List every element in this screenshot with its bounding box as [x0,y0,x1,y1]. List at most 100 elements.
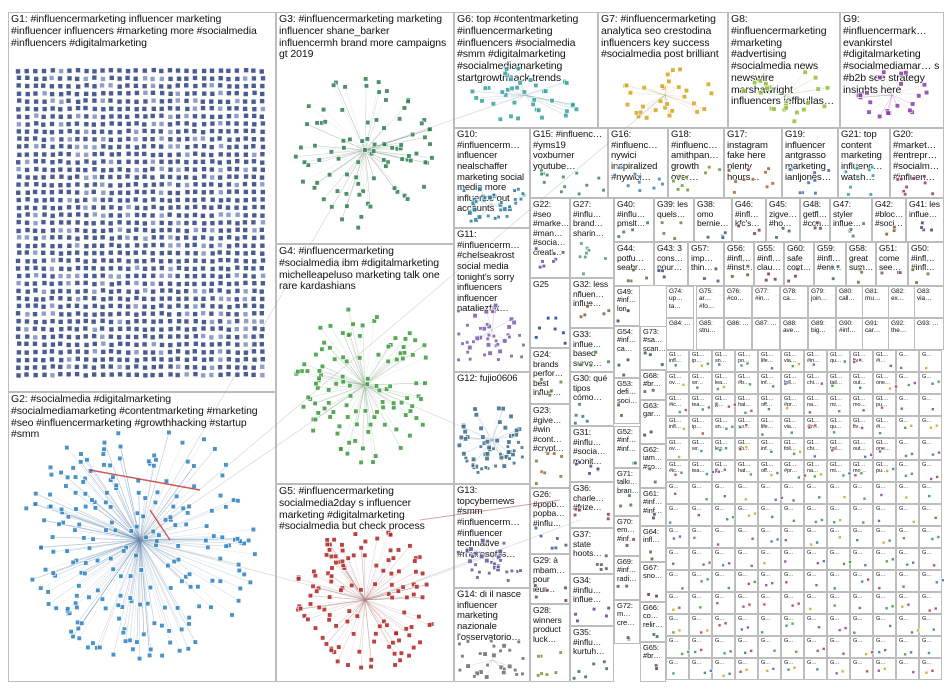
group-label-m17: G91: car… [865,320,881,335]
group-box-cell-8-1: G… [689,526,712,548]
group-box-m6: G80: call… [836,286,864,318]
group-label-g23: G23: #give… #win #cont… #crypt… [533,405,564,454]
group-box-cell-6-10: G… [896,482,919,504]
group-label-m7: G81: mu… [865,288,881,303]
group-label-cell-12-7: G… [830,616,840,622]
group-box-cell-1-7: G1… tail… [827,372,850,394]
group-box-g60: G60: safe cont… [784,242,814,286]
group-box-g18: G18: #influenc… amithpan… growth over… [668,128,724,198]
group-box-m4: G78: ca… [780,286,808,318]
group-box-g39: G39: les quels… [654,198,694,242]
group-box-cell-6-7: G… [827,482,850,504]
group-box-m2: G76: #co… [724,286,752,318]
group-label-cell-4-2: G1… lea… [715,440,728,453]
group-label-g19: G19: influencer antgrasso marketing ianl… [785,129,831,183]
group-label-cell-7-3: G… [738,506,748,512]
group-label-g48: G48: getfl… #con… [803,199,830,229]
group-label-cell-7-8: G… [853,506,863,512]
group-label-cell-7-10: G… [899,506,909,512]
group-label-cell-11-5: G… [784,594,794,600]
group-box-g55: G55: #infl… clau… [754,242,784,286]
group-box-cell-4-1: G1… wr… [689,438,712,460]
group-box-cell-8-5: G… [781,526,804,548]
group-label-cell-6-4: G… [761,484,771,490]
group-box-cell-4-9: G1… one… [873,438,896,460]
group-box-g67: G67: sno… [640,562,666,602]
group-box-cell-6-0: G… [666,482,689,504]
group-label-cell-2-10: G… [899,396,909,402]
group-box-cell-9-2: G… [712,548,735,570]
group-label-g65: G65: #br… [643,643,661,661]
group-label-cell-12-8: G… [853,616,863,622]
group-box-cell-5-3: G1… hat… [735,460,758,482]
group-box-g4: G4: #influencermarketing #socialmedia ib… [276,244,454,484]
group-label-cell-11-4: G… [761,594,771,600]
group-label-cell-7-11: G… [922,506,932,512]
group-box-cell-9-4: G… [758,548,781,570]
group-label-cell-13-4: G… [761,638,771,644]
group-label-cell-0-3: G1… po… [738,352,751,365]
group-box-cell-14-11: G… [919,658,942,680]
group-label-cell-3-3: G1… po… [738,418,751,431]
group-box-cell-4-6: G1… chi… [804,438,827,460]
group-box-cell-14-8: G… [850,658,873,680]
group-label-cell-3-2: G1… sn… [715,418,728,431]
group-label-g9: G9: #influencermark… evankirstel #digita… [843,13,940,96]
group-label-m5: G79: join… [811,288,828,303]
group-label-m1: G75: ar… #fo… [699,288,715,310]
group-label-cell-11-11: G… [922,594,932,600]
group-box-cell-8-0: G… [666,526,689,548]
group-box-g12: G12: fujio0606 [454,372,530,484]
group-label-cell-12-11: G… [922,616,932,622]
group-box-cell-9-9: G… [873,548,896,570]
group-box-cell-9-11: G… [919,548,942,570]
group-box-cell-9-1: G… [689,548,712,570]
group-label-cell-10-6: G… [807,572,817,578]
group-label-g1: G1: #influencermarketing influencer mark… [11,13,257,49]
group-label-g2: G2: #socialmedia #digitalmarketing #soci… [11,393,258,441]
group-box-cell-8-10: G… [896,526,919,548]
group-label-cell-4-1: G1… wr… [692,440,705,453]
group-label-g13: G13: topcybernews #smm #influencerm… #in… [457,485,520,560]
group-box-cell-3-1: G1… ip… [689,416,712,438]
group-box-m3: G77: #in… [752,286,780,318]
group-label-cell-3-7: G1… qu… [830,418,843,431]
group-label-g62: G62: iam… #so… [643,445,663,471]
group-label-g3: G3: #influencermarketing marketing influ… [279,13,447,61]
group-box-cell-9-5: G… [781,548,804,570]
group-box-cell-0-11: G… [919,350,942,372]
group-label-cell-14-3: G… [738,660,748,666]
group-label-cell-9-0: G… [669,550,679,556]
group-label-cell-14-11: G… [922,660,932,666]
group-label-g12: G12: fujio0606 [457,373,518,384]
group-box-cell-13-8: G… [850,636,873,658]
group-box-cell-0-0: G1… infl… [666,350,689,372]
group-label-g60: G60: safe cont… [787,243,812,273]
group-label-cell-0-1: G1… ip… [692,352,705,365]
group-box-cell-7-9: G… [873,504,896,526]
group-box-cell-1-0: G1… ov… [666,372,689,394]
group-label-g41: G41: les influe… [909,199,940,219]
group-label-m18: G92: the… [891,320,907,335]
group-label-m12: G86: … [727,320,749,327]
group-box-g71: G71: talki… bran… [614,468,640,516]
group-box-cell-10-9: G… [873,570,896,592]
group-label-cell-6-7: G… [830,484,840,490]
group-box-cell-14-0: G… [666,658,689,680]
group-box-cell-4-2: G1… lea… [712,438,735,460]
group-box-g44: G44: potfu… seabr… [614,242,654,286]
group-label-cell-7-5: G… [784,506,794,512]
group-label-g34: G34: #influ… influe… [573,575,602,605]
group-label-g72: G72: m… cre… [617,601,635,627]
group-box-g20: G20: #market… #entrepr… #socialm… #influ… [890,128,944,198]
group-label-g67: G67: sno… [643,563,663,581]
group-label-g31: G31: #influ… #socia… monit… [573,427,606,466]
group-label-g73: G73: #sa… scan… [643,327,666,353]
group-label-g25: G25 [533,279,549,289]
group-label-cell-9-8: G… [853,550,863,556]
group-label-cell-7-4: G… [761,506,771,512]
group-label-cell-10-9: G… [876,572,886,578]
group-box-cell-3-4: G1… life… [758,416,781,438]
group-label-m16: G90: #inf… [839,320,856,335]
group-box-cell-1-11: G… [919,372,942,394]
